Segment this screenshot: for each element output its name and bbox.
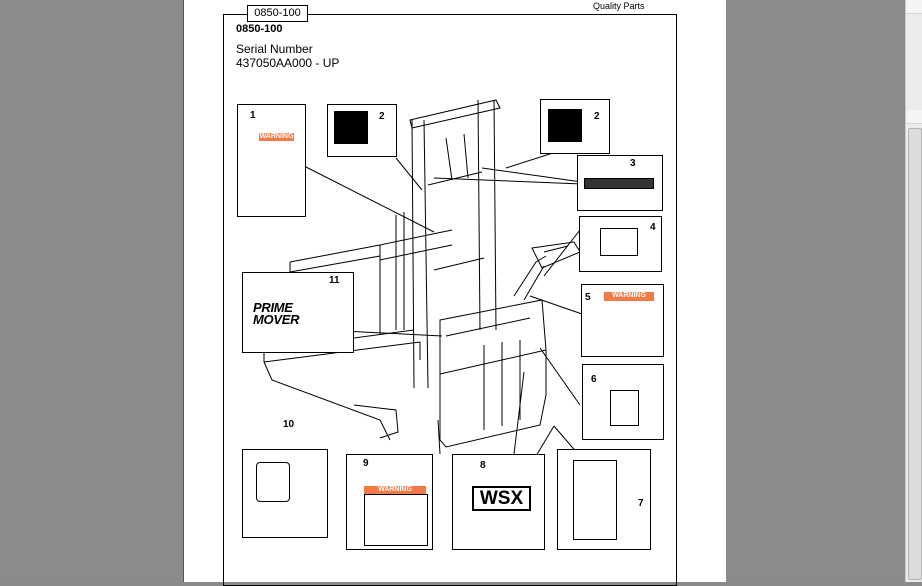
callout-number-6: 6 <box>591 374 597 385</box>
decal-prime-mover-logo: PRIME MOVER <box>253 300 323 327</box>
prime-mover-line-2: MOVER <box>253 312 300 327</box>
prime-mover-line-1: PRIME <box>253 300 293 315</box>
serial-number-label: Serial Number <box>236 42 313 56</box>
callout-number-2b: 2 <box>594 111 600 122</box>
document-page: Quality Parts 0850-100 0850-100 Serial N… <box>183 0 727 586</box>
callout-number-2a: 2 <box>379 111 385 122</box>
scroll-thumb[interactable] <box>908 128 922 580</box>
callout-number-1: 1 <box>250 110 256 121</box>
callout-number-10: 10 <box>283 419 295 430</box>
decal-text-9 <box>364 494 428 546</box>
serial-number-value: 437050AA000 - UP <box>236 56 340 70</box>
callout-box-1 <box>237 104 306 217</box>
callout-number-5: 5 <box>585 292 591 303</box>
header-section-label: Quality Parts <box>593 1 645 11</box>
decal-wsx: WSX <box>472 486 531 511</box>
decal-warning-1: WARNING <box>259 133 294 141</box>
decal-warning-5: WARNING <box>604 292 654 301</box>
callout-number-11: 11 <box>329 275 340 286</box>
scroll-up-button[interactable] <box>906 0 922 14</box>
decal-lowering-4 <box>600 228 638 256</box>
hook-icon-2b <box>548 109 582 142</box>
callout-box-11 <box>242 272 354 353</box>
decal-capacity-7 <box>573 460 617 540</box>
viewer-background-left <box>0 0 183 582</box>
vertical-scrollbar[interactable] <box>905 0 922 582</box>
section-tag: 0850-100 <box>247 5 308 22</box>
decal-strip-3 <box>584 178 654 189</box>
scroll-page-up-button[interactable] <box>906 110 922 124</box>
callout-number-7: 7 <box>638 498 644 509</box>
hook-icon-2a <box>334 111 368 144</box>
callout-number-8: 8 <box>480 460 486 471</box>
callout-number-9: 9 <box>363 458 369 469</box>
decal-hydraulic-6 <box>610 390 639 426</box>
callout-number-3: 3 <box>630 158 636 169</box>
paint-can-icon <box>256 462 290 502</box>
callout-number-4: 4 <box>650 222 656 233</box>
page-title: 0850-100 <box>236 23 283 35</box>
viewer-background-right <box>726 0 905 582</box>
decal-warning-9: WARNING <box>364 486 426 494</box>
